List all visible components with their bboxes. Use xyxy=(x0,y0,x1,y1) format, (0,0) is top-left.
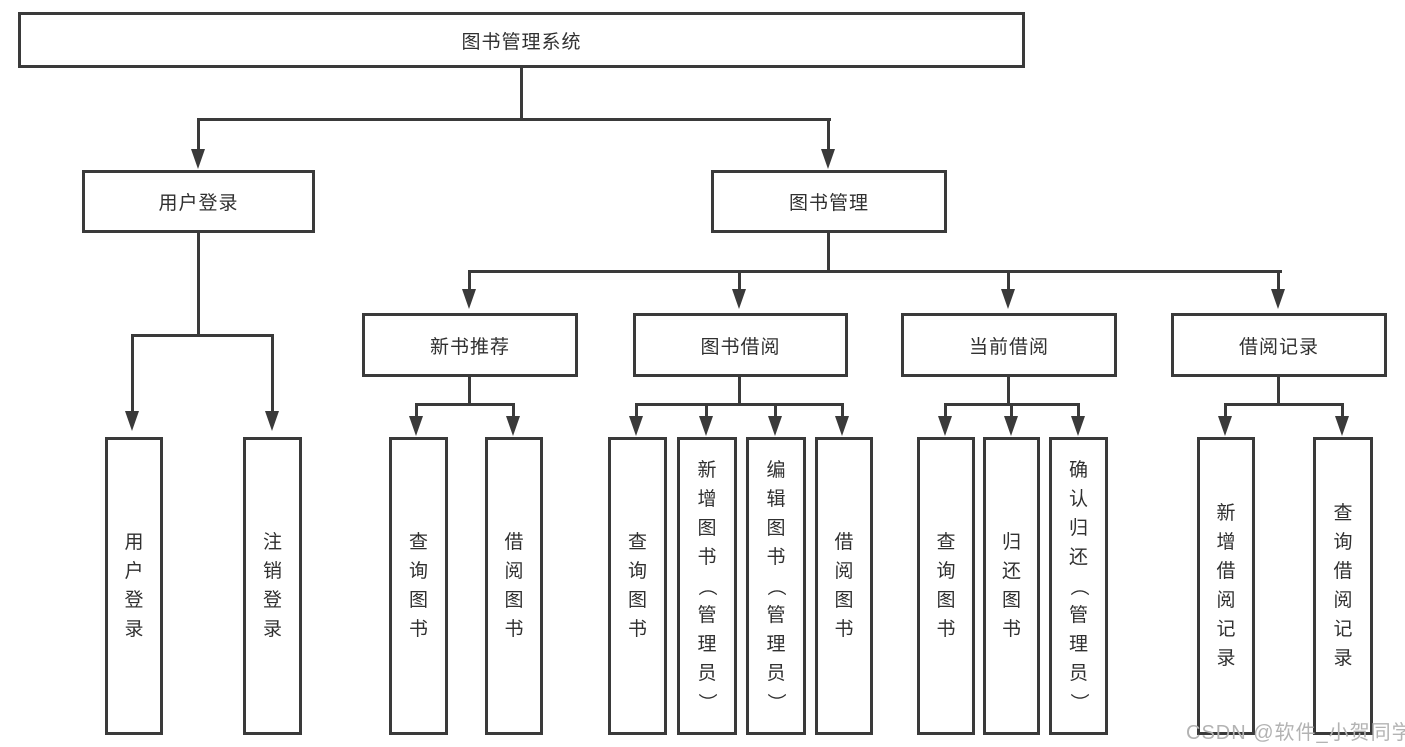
leaf-borrow-books: 借阅图书 xyxy=(815,437,873,735)
connector-line xyxy=(827,233,830,273)
node-label: 图书管理系统 xyxy=(461,31,582,53)
leaf-current-query-books: 查询图书 xyxy=(917,437,975,735)
node-label: 用户登录 xyxy=(158,193,239,214)
node-book-management: 图书管理 xyxy=(711,170,947,233)
node-user-login: 用户登录 xyxy=(82,170,315,233)
node-book-borrow: 图书借阅 xyxy=(633,313,848,377)
leaf-recommend-query-books: 查询图书 xyxy=(389,437,448,735)
leaf-user-login: 用户登录 xyxy=(105,437,163,735)
arrow-down-icon xyxy=(409,416,423,436)
connector-line xyxy=(468,270,1282,273)
node-new-book-recommend: 新书推荐 xyxy=(362,313,578,377)
connector-line xyxy=(415,403,418,417)
arrow-down-icon xyxy=(699,416,713,436)
connector-line xyxy=(197,118,831,121)
arrow-down-icon xyxy=(821,149,835,169)
connector-line xyxy=(1224,403,1344,406)
arrow-down-icon xyxy=(1004,416,1018,436)
node-label: 注销登录 xyxy=(262,532,282,640)
node-label: 查询图书 xyxy=(627,532,647,640)
arrow-down-icon xyxy=(1001,289,1015,309)
connector-line xyxy=(271,334,274,412)
leaf-logout: 注销登录 xyxy=(243,437,302,735)
connector-line xyxy=(738,270,741,290)
leaf-query-borrow-record: 查询借阅记录 xyxy=(1313,437,1373,735)
node-label: 借阅记录 xyxy=(1238,336,1319,358)
node-label: 新增图书（管理员） xyxy=(696,459,718,712)
leaf-edit-book-admin: 编辑图书（管理员） xyxy=(746,437,806,735)
connector-line xyxy=(944,403,947,417)
connector-line xyxy=(1341,403,1344,417)
leaf-recommend-borrow-books: 借阅图书 xyxy=(485,437,543,735)
connector-line xyxy=(1007,270,1010,290)
connector-line xyxy=(1224,403,1227,417)
connector-line xyxy=(635,403,638,417)
node-label: 用户登录 xyxy=(124,532,144,640)
arrow-down-icon xyxy=(1218,416,1232,436)
node-label: 当前借阅 xyxy=(968,336,1049,358)
arrow-down-icon xyxy=(1335,416,1349,436)
connector-line xyxy=(520,68,523,119)
connector-line xyxy=(197,233,200,337)
node-current-borrow: 当前借阅 xyxy=(901,313,1117,377)
arrow-down-icon xyxy=(125,411,139,431)
arrow-down-icon xyxy=(629,416,643,436)
connector-line xyxy=(415,403,515,406)
node-root-system: 图书管理系统 xyxy=(18,12,1025,68)
connector-line xyxy=(512,403,515,417)
connector-line xyxy=(705,403,708,417)
connector-line xyxy=(197,118,200,150)
arrow-down-icon xyxy=(265,411,279,431)
arrow-down-icon xyxy=(1071,416,1085,436)
node-label: 确认归还（管理员） xyxy=(1067,459,1089,712)
arrow-down-icon xyxy=(938,416,952,436)
connector-line xyxy=(827,118,830,150)
node-label: 查询借阅记录 xyxy=(1333,503,1353,669)
node-label: 编辑图书（管理员） xyxy=(765,459,787,712)
connector-line xyxy=(468,270,471,290)
leaf-add-borrow-record: 新增借阅记录 xyxy=(1197,437,1255,735)
node-label: 新书推荐 xyxy=(429,336,510,358)
arrow-down-icon xyxy=(1271,289,1285,309)
csdn-watermark: CSDN @软件_小贺同学 xyxy=(1186,722,1405,744)
connector-line xyxy=(635,403,844,406)
node-label: 图书借阅 xyxy=(700,336,781,358)
node-borrow-records: 借阅记录 xyxy=(1171,313,1387,377)
arrow-down-icon xyxy=(835,416,849,436)
connector-line xyxy=(468,377,471,406)
connector-line xyxy=(131,334,274,337)
connector-line xyxy=(1010,403,1013,417)
arrow-down-icon xyxy=(732,289,746,309)
connector-line xyxy=(1007,377,1010,406)
leaf-confirm-return-admin: 确认归还（管理员） xyxy=(1049,437,1108,735)
node-label: 查询图书 xyxy=(408,532,428,640)
leaf-add-book-admin: 新增图书（管理员） xyxy=(677,437,737,735)
connector-line xyxy=(841,403,844,417)
arrow-down-icon xyxy=(506,416,520,436)
leaf-borrow-query-books: 查询图书 xyxy=(608,437,667,735)
connector-line xyxy=(131,334,134,412)
node-label: 新增借阅记录 xyxy=(1216,503,1236,669)
arrow-down-icon xyxy=(191,149,205,169)
leaf-return-books: 归还图书 xyxy=(983,437,1040,735)
connector-line xyxy=(1277,270,1280,290)
connector-line xyxy=(1277,377,1280,406)
connector-line xyxy=(774,403,777,417)
connector-line xyxy=(738,377,741,406)
connector-line xyxy=(1077,403,1080,417)
node-label: 归还图书 xyxy=(1001,532,1021,640)
node-label: 借阅图书 xyxy=(504,532,524,640)
arrow-down-icon xyxy=(462,289,476,309)
node-label: 图书管理 xyxy=(788,193,869,214)
node-label: 查询图书 xyxy=(936,532,956,640)
arrow-down-icon xyxy=(768,416,782,436)
node-label: 借阅图书 xyxy=(834,532,854,640)
